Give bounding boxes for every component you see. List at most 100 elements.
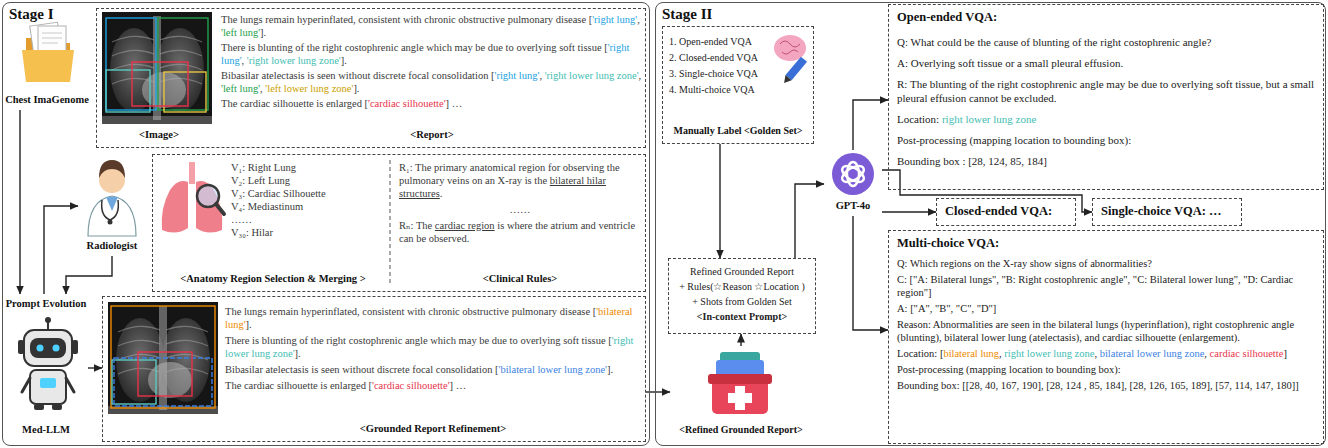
paragraph: <In-context Prompt> — [669, 310, 815, 323]
lung-icon — [162, 162, 224, 233]
text: cardiac silhouette — [1210, 348, 1284, 359]
doctor-icon — [88, 160, 136, 236]
text: right lower lung zone — [942, 113, 1036, 125]
text: is where the atrium and ventricle can be… — [399, 220, 635, 244]
paragraph: The lungs remain hyperinflated, consiste… — [221, 13, 643, 39]
text-block: Med-LLM — [4, 424, 88, 435]
text: [ — [589, 14, 593, 25]
paragraph: Single-choice VQA: … — [1101, 204, 1222, 219]
report-section: <Image> The lungs remain hyperinflated, c… — [96, 8, 646, 148]
paragraph: …… — [399, 203, 641, 216]
text: [ — [491, 70, 495, 81]
text: right lower lung zone — [1004, 348, 1094, 359]
text: V₃₀: Hilar — [231, 227, 273, 238]
text: <Anatomy Region Selection & Merging > — [180, 273, 365, 284]
connector-arrow — [19, 110, 20, 294]
text: Stage II — [662, 6, 712, 22]
paragraph: The cardiac silhouette is enlarged ['car… — [225, 379, 641, 392]
model-icon: Prompt EvolutionMed-LLM — [4, 294, 88, 442]
text: bilateral lung — [943, 348, 999, 359]
text: 'left lower lung zone' — [265, 83, 353, 94]
paragraph: Stage II — [662, 6, 712, 23]
connector-arrow — [719, 144, 720, 258]
expert-icon: Radiologist — [78, 156, 146, 256]
text: 'left lung' — [221, 27, 260, 38]
text: R: The blunting of the right costophreni… — [897, 78, 1314, 104]
paragraph: C: ["A: Bilateral lungs", "B: Right cost… — [897, 273, 1317, 299]
text-block: 1. Open-ended VQA2. Closed-ended VQA3. S… — [669, 35, 773, 96]
paragraph: There is blunting of the right costophre… — [221, 41, 643, 67]
divider — [390, 160, 391, 286]
connector-arrow — [740, 334, 741, 346]
paragraph: The cardiac silhouette is enlarged ['car… — [221, 97, 643, 110]
brain-pen-icon — [774, 35, 807, 86]
text: , — [637, 14, 640, 25]
text: Location: — [897, 348, 937, 359]
text: ]. — [260, 27, 266, 38]
text: . — [440, 188, 443, 199]
text: There is blunting of the right costophre… — [225, 335, 606, 346]
text: Bounding box : [28, 124, 85, 184] — [897, 155, 1047, 167]
paragraph: V₂: Left Lung — [231, 174, 387, 187]
paragraph: Q: Which regions on the X-ray show signs… — [897, 257, 1317, 270]
text: Med-LLM — [22, 424, 70, 435]
text: Open-ended VQA: — [897, 10, 997, 24]
paragraph: A: ["A", "B", "C", "D"] — [897, 302, 1317, 315]
text-block: <Anatomy Region Selection & Merging > — [157, 273, 389, 284]
text: The lungs remain hyperinflated, consiste… — [225, 306, 590, 317]
text: Post-processing (mapping location to bou… — [897, 364, 1121, 375]
paragraph: Post-processing (mapping location to bou… — [897, 363, 1317, 376]
text: Closed-ended VQA: — [945, 204, 1052, 218]
paragraph: Chest ImaGenome — [3, 94, 91, 105]
text: 'right lung' — [495, 70, 540, 81]
text: [ — [593, 306, 597, 317]
text-block: GPT-4o — [824, 200, 882, 211]
prompt-box: Refined Grounded Report + Rules(☆Reason ☆… — [668, 258, 816, 334]
text: [ — [369, 380, 373, 391]
text: <In-context Prompt> — [697, 311, 787, 322]
paragraph: 1. Open-ended VQA — [669, 35, 773, 48]
text: + Shots from Golden Set — [692, 296, 792, 307]
text: [ — [495, 364, 499, 375]
text: Prompt Evolution — [6, 298, 87, 309]
text: …… — [231, 214, 252, 225]
text: V₃: Cardiac Silhouette — [231, 188, 326, 199]
text: A: ["A", "B", "C", "D"] — [897, 303, 996, 314]
text: Bounding box: [[28, 40, 167, 190], [28, … — [897, 380, 1299, 391]
text: There is blunting of the right costophre… — [221, 42, 602, 53]
paragraph: Closed-ended VQA: — [945, 204, 1052, 219]
text-block: <Image> — [103, 129, 215, 140]
text: ]. — [607, 364, 613, 375]
paragraph: <Anatomy Region Selection & Merging > — [157, 273, 389, 284]
text: A: Overlying soft tissue or a small pleu… — [897, 57, 1123, 69]
text: Bibasilar atelectasis is seen without di… — [225, 364, 492, 375]
paragraph: V₄: Mediastinum — [231, 200, 387, 213]
text: <Refined Grounded Report> — [679, 424, 802, 435]
folder-icon — [22, 22, 74, 82]
text: , — [242, 55, 245, 66]
vqa-box: Single-choice VQA: … — [1092, 198, 1242, 226]
paragraph: Stage I — [9, 6, 54, 23]
paragraph: Open-ended VQA: — [897, 10, 997, 25]
text: Chest ImaGenome — [5, 94, 89, 105]
paragraph: + Shots from Golden Set — [669, 295, 815, 308]
text: Location: — [897, 113, 939, 125]
text: V₄: Mediastinum — [231, 201, 303, 212]
text: Refined Grounded Report — [690, 266, 794, 277]
text: Rₙ: The — [399, 220, 432, 231]
paragraph: Med-LLM — [4, 424, 88, 435]
text: V₂: Left Lung — [231, 175, 290, 186]
text: , — [539, 70, 542, 81]
connector-arrow — [882, 211, 936, 212]
text: 'bilateral lower lung zone' — [499, 364, 607, 375]
text: [ — [604, 42, 608, 53]
paragraph: + Rules(☆Reason ☆Location ) — [669, 280, 815, 293]
paragraph: …… — [231, 213, 387, 226]
text: Stage I — [9, 6, 54, 22]
text-block: Stage II — [662, 6, 712, 23]
text-block: Multi-choice VQA: — [897, 236, 999, 251]
text-block: <Clinical Rules> — [399, 273, 641, 284]
xray-image — [108, 302, 218, 414]
text: [ — [608, 335, 612, 346]
